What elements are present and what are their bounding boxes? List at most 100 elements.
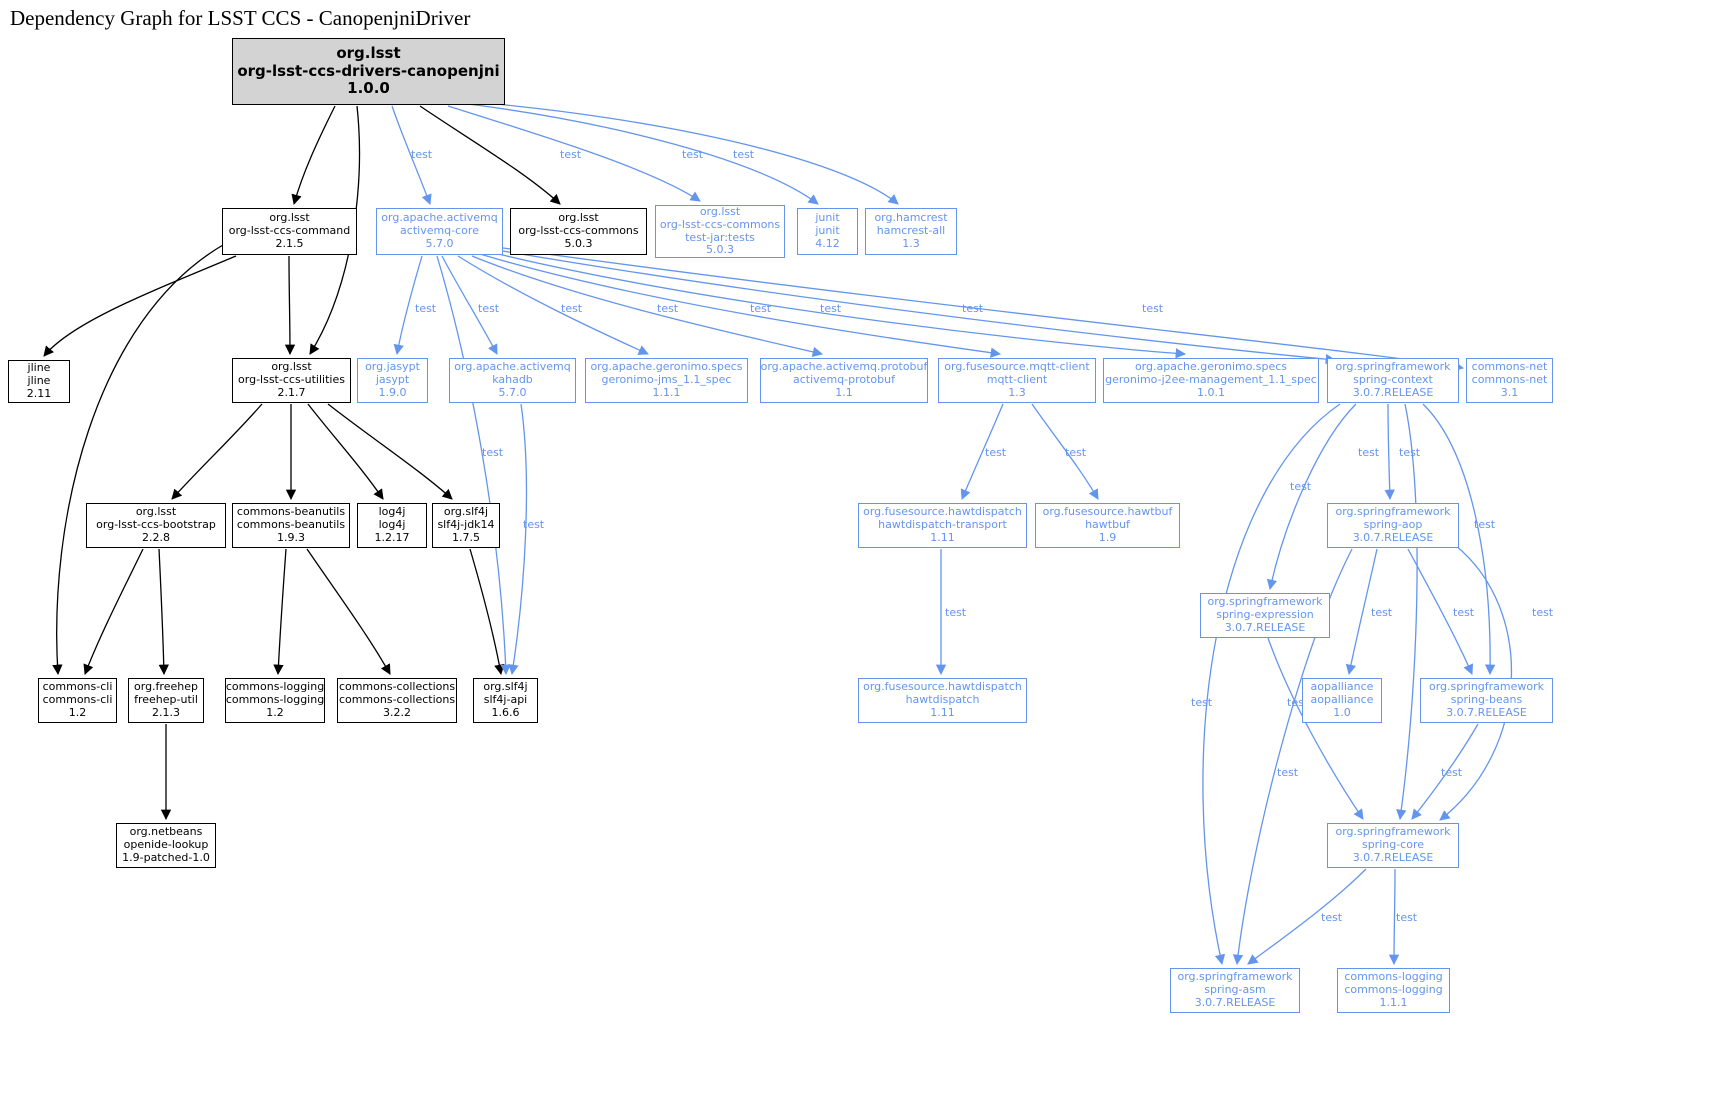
graph-node-spring_aop-line: spring-aop bbox=[1363, 518, 1423, 532]
graph-node-kahadb-line: 5.7.0 bbox=[498, 385, 527, 399]
edge-label-root-activemq_core: test bbox=[411, 148, 433, 161]
graph-node-commons_tests-line: 5.0.3 bbox=[706, 243, 734, 257]
edge-label-spring_context-spring_expression: test bbox=[1290, 480, 1312, 493]
graph-node-jasypt-line: jasypt bbox=[375, 373, 410, 387]
graph-node-bootstrap-line: org.lsst bbox=[135, 505, 177, 519]
edge-spring_context-spring_core bbox=[1396, 403, 1418, 821]
graph-node-spring_expression-line: org.springframework bbox=[1207, 595, 1323, 609]
graph-node-slf4j_jdk14-line: 1.7.5 bbox=[452, 530, 480, 544]
graph-node-spring_asm-line: 3.0.7.RELEASE bbox=[1194, 995, 1276, 1009]
graph-node-jasypt-line: 1.9.0 bbox=[378, 385, 407, 399]
graph-node-bootstrap-line: 2.2.8 bbox=[142, 530, 170, 544]
graph-node-beanutils-line: 1.9.3 bbox=[277, 530, 305, 544]
graph-node-activemq_core-line: org.apache.activemq bbox=[381, 211, 498, 225]
edge-activemq_core-kahadb bbox=[441, 255, 498, 355]
graph-node-utilities-line: 2.1.7 bbox=[277, 385, 306, 399]
edge-label-spring_aop-spring_core: test bbox=[1532, 606, 1554, 619]
graph-node-hawtdispatch-line: hawtdispatch bbox=[905, 693, 980, 707]
edge-label-hawt_transport-hawtdispatch: test bbox=[945, 606, 967, 619]
edge-command-commons_cli bbox=[52, 244, 224, 676]
graph-node-spring_context-line: spring-context bbox=[1353, 373, 1433, 387]
graph-node-commons_net-line: 3.1 bbox=[1500, 385, 1519, 399]
graph-node-beanutils-line: commons-beanutils bbox=[236, 518, 346, 532]
graph-node-hawtdispatch-line: 1.11 bbox=[930, 705, 955, 719]
graph-node-slf4j_jdk14-line: slf4j-jdk14 bbox=[437, 518, 495, 532]
graph-node-j2ee-line: 1.0.1 bbox=[1197, 385, 1225, 399]
edge-root-command bbox=[291, 105, 336, 206]
graph-node-protobuf-line: activemq-protobuf bbox=[793, 373, 895, 387]
graph-node-jline-line: jline bbox=[27, 374, 51, 388]
graph-node-junit-line: junit bbox=[815, 224, 840, 238]
graph-node-commons_logging111-line: 1.1.1 bbox=[1379, 995, 1408, 1009]
edge-spring_aop-spring_beans bbox=[1407, 548, 1474, 675]
graph-node-commons_cli-line: commons-cli bbox=[42, 680, 113, 694]
graph-node-root-line: 1.0.0 bbox=[347, 79, 390, 98]
edge-label-spring_context-spring_beans: test bbox=[1474, 518, 1496, 531]
edge-spring_core-spring_asm bbox=[1247, 868, 1367, 965]
graph-node-commons_logging12-line: commons-logging bbox=[225, 693, 325, 707]
graph-node-spring_context-line: org.springframework bbox=[1335, 360, 1451, 374]
graph-node-openide-line: 1.9-patched-1.0 bbox=[122, 850, 210, 864]
graph-node-commons_logging111-line: commons-logging bbox=[1344, 970, 1443, 984]
edge-label-kahadb-slf4j_api: test bbox=[523, 518, 545, 531]
edge-spring_core-commons_logging111 bbox=[1388, 868, 1400, 966]
edge-root-hamcrest bbox=[484, 102, 899, 205]
graph-node-hamcrest-line: org.hamcrest bbox=[874, 211, 948, 225]
graph-node-freehep-line: 2.1.3 bbox=[152, 705, 180, 719]
edge-label-activemq_core-j2ee: test bbox=[820, 302, 842, 315]
graph-node-hawt_transport-line: 1.11 bbox=[930, 530, 955, 544]
edge-kahadb-slf4j_api bbox=[508, 403, 528, 676]
graph-node-spring_aop-line: org.springframework bbox=[1335, 505, 1451, 519]
edge-beanutils-commons_logging12 bbox=[273, 548, 287, 676]
edge-command-utilities bbox=[284, 255, 296, 356]
edge-label-spring_context-spring_core: test bbox=[1399, 446, 1421, 459]
edge-root-junit bbox=[467, 103, 819, 205]
edge-label-root-commons_tests: test bbox=[560, 148, 582, 161]
edge-beanutils-commons_collections bbox=[306, 548, 391, 675]
graph-node-freehep-line: org.freehep bbox=[134, 680, 198, 694]
graph-node-command-line: 2.1.5 bbox=[275, 236, 304, 250]
graph-node-commons_collections-line: 3.2.2 bbox=[383, 705, 411, 719]
graph-node-spring_asm-line: org.springframework bbox=[1177, 970, 1293, 984]
edge-label-activemq_core-protobuf: test bbox=[657, 302, 679, 315]
graph-node-spring_core-line: 3.0.7.RELEASE bbox=[1352, 850, 1434, 864]
edge-activemq_core-jasypt bbox=[393, 255, 423, 356]
edge-label-activemq_core-geronimo_jms: test bbox=[561, 302, 583, 315]
edge-spring_context-spring_beans bbox=[1422, 403, 1496, 676]
graph-node-openide-line: openide-lookup bbox=[123, 838, 209, 852]
graph-node-commons_logging12-line: 1.2 bbox=[266, 705, 284, 719]
graph-node-commons-line: 5.0.3 bbox=[564, 236, 593, 250]
edge-label-root-junit: test bbox=[682, 148, 704, 161]
edge-label-spring_context-spring_asm: test bbox=[1191, 696, 1213, 709]
graph-node-junit-line: junit bbox=[815, 211, 840, 225]
edge-spring_expression-spring_core bbox=[1267, 637, 1364, 820]
graph-node-commons_cli-line: 1.2 bbox=[68, 705, 87, 719]
graph-node-bootstrap-line: org-lsst-ccs-bootstrap bbox=[96, 518, 216, 532]
edge-activemq_core-mqtt bbox=[479, 253, 1002, 358]
graph-node-junit-line: 4.12 bbox=[815, 236, 840, 250]
graph-node-jline-line: 2.11 bbox=[26, 386, 52, 400]
edge-activemq_core-spring_context bbox=[496, 249, 1337, 365]
graph-node-spring_expression-line: 3.0.7.RELEASE bbox=[1224, 620, 1306, 634]
graph-node-commons_net-line: commons-net bbox=[1471, 373, 1548, 387]
graph-node-j2ee-line: org.apache.geronimo.specs bbox=[1134, 360, 1288, 374]
edge-command-jline bbox=[43, 255, 237, 357]
edge-label-activemq_core-commons_net: test bbox=[1142, 302, 1164, 315]
graph-node-spring_asm-line: spring-asm bbox=[1204, 983, 1266, 997]
graph-node-protobuf-line: 1.1 bbox=[835, 385, 853, 399]
edge-utilities-log4j bbox=[307, 403, 384, 500]
